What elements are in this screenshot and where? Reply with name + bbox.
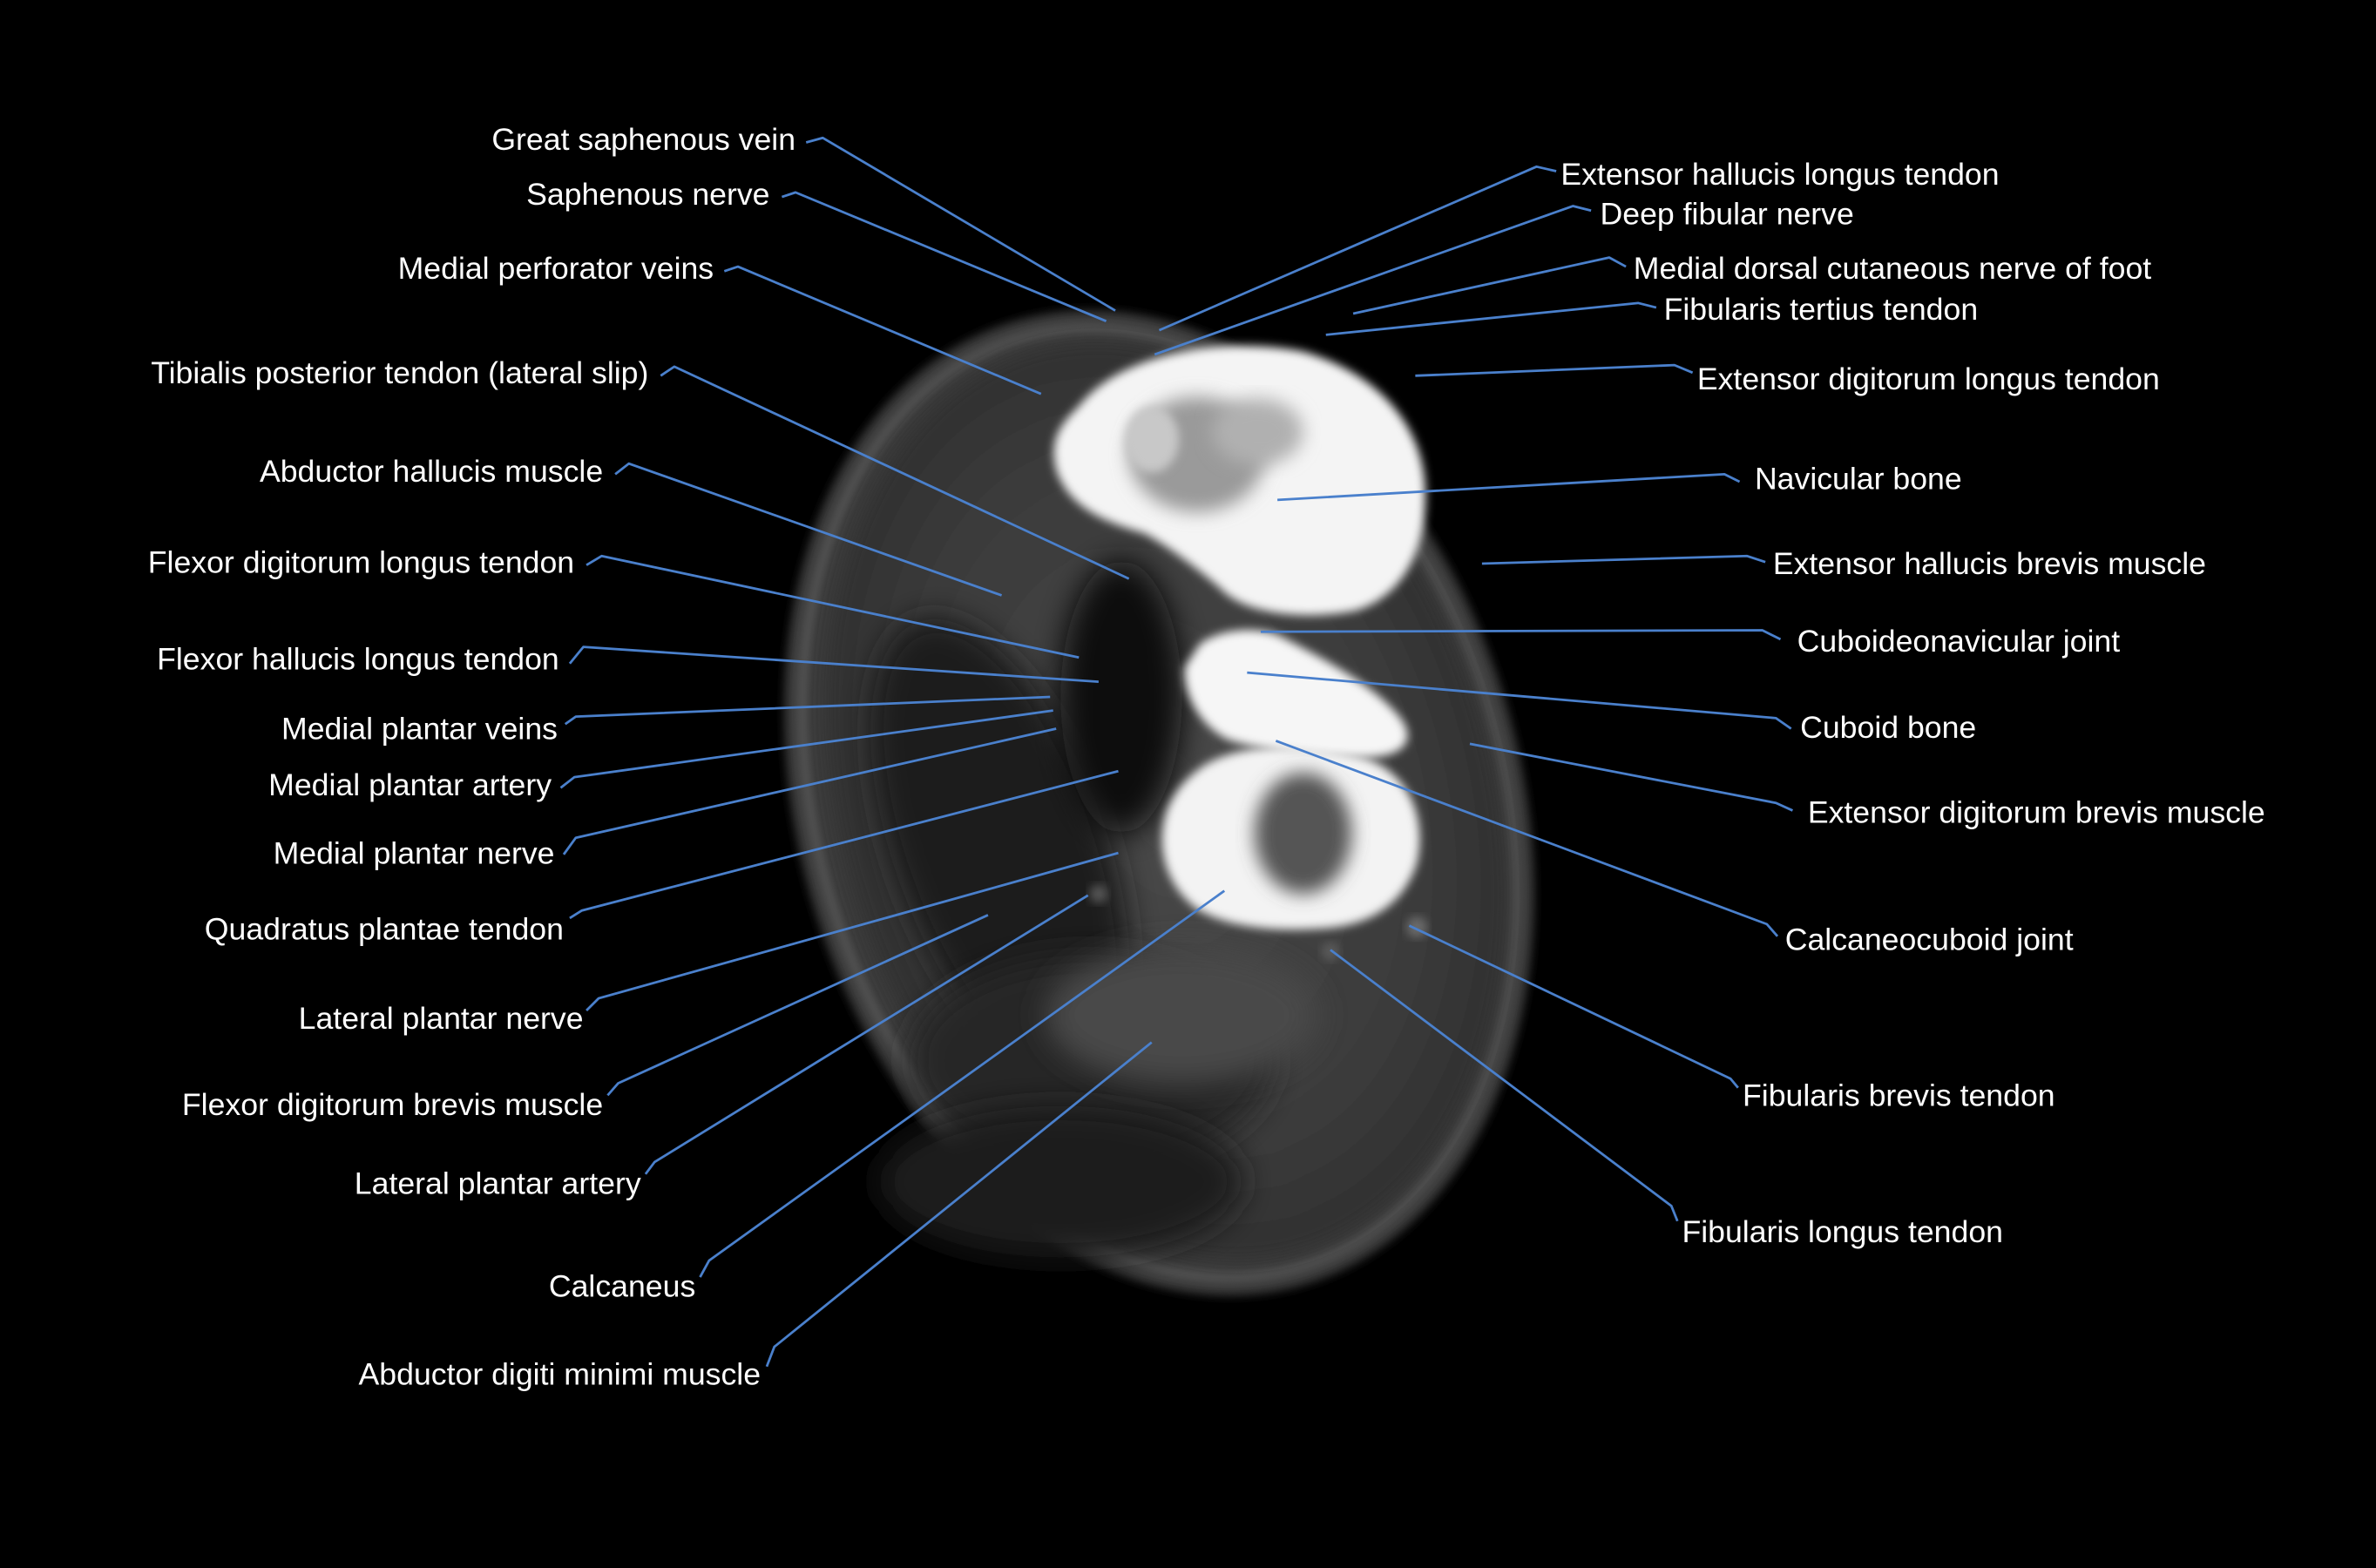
label-tibialis-posterior-tendon: Tibialis posterior tendon (lateral slip)	[151, 355, 648, 390]
leader-line	[699, 889, 1226, 1278]
label-deep-fibular-nerve: Deep fibular nerve	[1601, 196, 1854, 231]
leader-line	[1277, 472, 1741, 502]
label-extensor-digitorum-longus-tendon: Extensor digitorum longus tendon	[1697, 362, 2160, 396]
label-navicular-bone: Navicular bone	[1755, 462, 1962, 497]
label-cuboideonavicular-joint: Cuboideonavicular joint	[1797, 624, 2121, 659]
label-medial-plantar-artery: Medial plantar artery	[268, 767, 552, 802]
cuboid-bone	[1184, 630, 1408, 758]
label-quadratus-plantae-tendon: Quadratus plantae tendon	[205, 911, 564, 946]
leader-line	[1408, 924, 1739, 1089]
leader-line	[1352, 256, 1627, 315]
leader-line	[1260, 629, 1782, 641]
leader-lines-right	[1154, 165, 1793, 1222]
label-flexor-digitorum-longus-tendon: Flexor digitorum longus tendon	[148, 544, 574, 579]
labels-left: Great saphenous vein Saphenous nerve Med…	[148, 122, 795, 1391]
label-cuboid-bone: Cuboid bone	[1800, 710, 1976, 745]
label-medial-plantar-nerve: Medial plantar nerve	[274, 835, 555, 870]
label-lateral-plantar-artery: Lateral plantar artery	[355, 1166, 641, 1200]
label-fibularis-brevis-tendon: Fibularis brevis tendon	[1743, 1078, 2055, 1113]
leader-line	[1415, 363, 1694, 377]
label-abductor-hallucis-muscle: Abductor hallucis muscle	[260, 454, 603, 489]
label-calcaneocuboid-joint: Calcaneocuboid joint	[1785, 922, 2074, 956]
leader-line	[568, 645, 1099, 683]
leader-line	[1325, 301, 1657, 336]
label-extensor-hallucis-longus-tendon: Extensor hallucis longus tendon	[1560, 157, 1999, 192]
label-great-saphenous-vein: Great saphenous vein	[491, 122, 795, 157]
leader-line	[781, 191, 1107, 322]
leader-line	[606, 914, 989, 1097]
labels-right: Extensor hallucis longus tendon Deep fib…	[1560, 157, 2264, 1249]
ct-foot-slice	[784, 310, 1534, 1296]
leader-line	[765, 1041, 1153, 1368]
leader-line	[1158, 165, 1557, 332]
leader-line	[564, 695, 1051, 726]
leader-line	[559, 709, 1053, 789]
label-flexor-digitorum-brevis-muscle: Flexor digitorum brevis muscle	[182, 1087, 603, 1122]
leader-line	[586, 554, 1080, 659]
leader-line	[1481, 554, 1766, 565]
label-extensor-digitorum-brevis-muscle: Extensor digitorum brevis muscle	[1808, 794, 2265, 829]
label-lateral-plantar-nerve: Lateral plantar nerve	[299, 1001, 584, 1036]
leader-line	[660, 365, 1130, 580]
label-calcaneus: Calcaneus	[549, 1269, 695, 1304]
leader-line	[1330, 949, 1679, 1222]
leader-line	[614, 462, 1003, 597]
leader-line	[569, 769, 1119, 920]
abductor-digiti-minimi	[1046, 946, 1319, 1084]
label-extensor-hallucis-brevis-muscle: Extensor hallucis brevis muscle	[1773, 546, 2206, 581]
label-medial-perforator-veins: Medial perforator veins	[398, 251, 714, 286]
leader-line	[586, 851, 1119, 1011]
label-medial-dorsal-cutaneous-nerve: Medial dorsal cutaneous nerve of foot	[1634, 251, 2151, 286]
leader-line	[644, 894, 1089, 1175]
label-saphenous-nerve: Saphenous nerve	[526, 177, 769, 212]
label-abductor-digiti-minimi-muscle: Abductor digiti minimi muscle	[359, 1357, 762, 1392]
label-flexor-hallucis-longus-tendon: Flexor hallucis longus tendon	[157, 642, 559, 677]
leader-lines-left	[559, 136, 1226, 1368]
leader-line	[805, 136, 1116, 312]
leader-line	[1154, 205, 1592, 356]
leader-line	[1275, 740, 1779, 937]
leader-line	[1469, 742, 1793, 812]
leader-line	[723, 265, 1042, 395]
leader-line	[1247, 671, 1792, 730]
leader-line	[562, 727, 1057, 855]
label-fibularis-tertius-tendon: Fibularis tertius tendon	[1664, 292, 1979, 327]
label-medial-plantar-veins: Medial plantar veins	[281, 712, 558, 747]
label-fibularis-longus-tendon: Fibularis longus tendon	[1682, 1214, 2003, 1249]
